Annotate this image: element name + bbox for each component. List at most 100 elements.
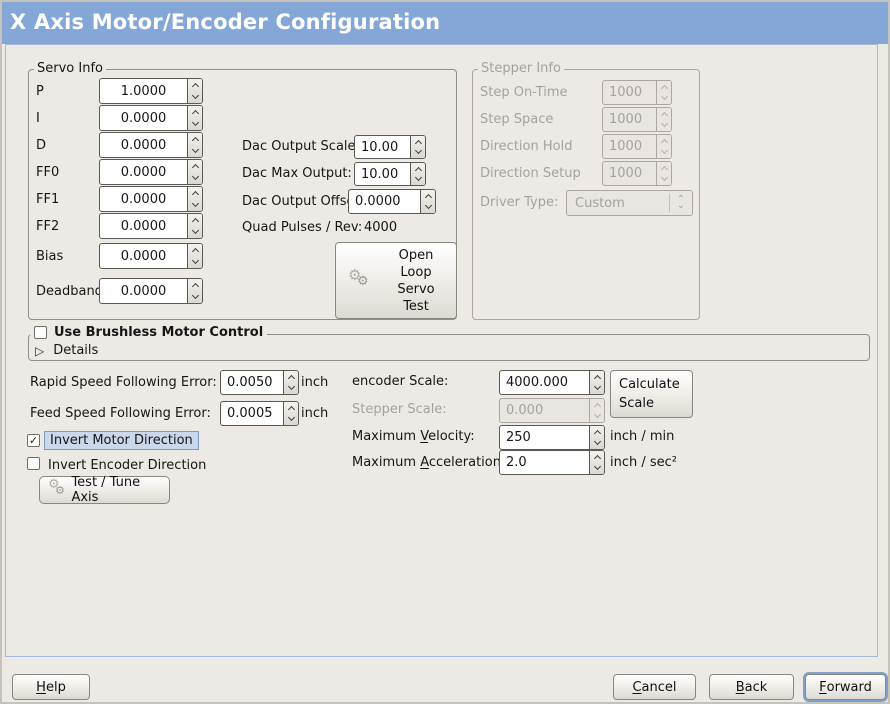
- spin-up-icon: [660, 138, 668, 147]
- p-input[interactable]: 1.0000: [99, 78, 203, 104]
- spin-buttons[interactable]: [410, 163, 425, 185]
- spin-buttons[interactable]: [187, 79, 202, 103]
- i-input[interactable]: 0.0000: [99, 105, 203, 131]
- quad-pulses-label: Quad Pulses / Rev:: [242, 220, 363, 235]
- spin-buttons[interactable]: [187, 160, 202, 184]
- feed-following-error-input[interactable]: 0.0005: [220, 401, 299, 426]
- spin-up-icon: [287, 405, 295, 414]
- brushless-checkbox-row: Use Brushless Motor Control: [30, 325, 268, 340]
- driver-type-label: Driver Type:: [480, 195, 559, 210]
- combo-divider: [669, 194, 670, 212]
- max-acceleration-label: Maximum Acceleration:: [352, 455, 506, 470]
- spin-down-icon: [191, 172, 199, 181]
- invert-motor-checkbox[interactable]: ✓: [27, 434, 40, 447]
- max-acceleration-input[interactable]: 2.0: [499, 450, 605, 475]
- spin-down-icon: [191, 291, 199, 300]
- rapid-following-error-label: Rapid Speed Following Error:: [30, 375, 217, 390]
- dac-output-offset-label: Dac Output Offset:: [242, 194, 364, 209]
- expander-arrow-icon[interactable]: ▷: [35, 343, 45, 358]
- spin-buttons[interactable]: [589, 426, 604, 449]
- servo-info-frame: [28, 69, 457, 320]
- ff0-input[interactable]: 0.0000: [99, 159, 203, 185]
- spin-buttons[interactable]: [187, 106, 202, 130]
- spin-down-icon: [414, 146, 422, 155]
- page-title: X Axis Motor/Encoder Configuration: [10, 10, 441, 34]
- bias-label: Bias: [36, 249, 64, 264]
- spin-buttons[interactable]: [187, 279, 202, 303]
- spin-buttons[interactable]: [187, 244, 202, 268]
- dac-max-output-label: Dac Max Output:: [242, 166, 352, 181]
- spin-down-icon: [593, 382, 601, 391]
- ff2-label: FF2: [36, 219, 60, 234]
- spin-buttons: [589, 399, 604, 422]
- gears-icon: ⚙ ⚙: [348, 265, 369, 289]
- stepper-info-frame: [472, 69, 700, 320]
- spin-down-icon: [593, 437, 601, 446]
- calculate-scale-label: Calculate Scale: [619, 377, 680, 411]
- direction-hold-label: Direction Hold: [480, 139, 573, 154]
- spin-up-icon: [660, 111, 668, 120]
- use-brushless-checkbox[interactable]: [34, 326, 47, 339]
- bias-input[interactable]: 0.0000: [99, 243, 203, 269]
- spin-up-icon: [424, 193, 432, 202]
- spin-buttons[interactable]: [187, 214, 202, 238]
- spin-down-icon: [660, 92, 668, 101]
- details-label[interactable]: Details: [53, 343, 99, 358]
- spin-up-icon: [660, 165, 668, 174]
- stepper-info-frame-title: Stepper Info: [478, 61, 564, 76]
- dac-output-scale-input[interactable]: 10.00: [354, 135, 426, 159]
- spin-down-icon: [660, 119, 668, 128]
- open-loop-button-label: Open Loop Servo Test: [397, 247, 435, 314]
- gears-icon: ⚙ ⚙: [48, 477, 65, 497]
- ff2-input[interactable]: 0.0000: [99, 213, 203, 239]
- step-on-time-input: 1000: [602, 80, 672, 105]
- p-label: P: [36, 84, 44, 99]
- spin-buttons[interactable]: [410, 136, 425, 158]
- invert-encoder-checkbox[interactable]: [27, 457, 40, 470]
- spin-buttons[interactable]: [187, 133, 202, 157]
- spin-buttons: [656, 81, 671, 104]
- spin-buttons[interactable]: [589, 371, 604, 394]
- spin-buttons[interactable]: [283, 402, 298, 425]
- invert-motor-label[interactable]: Invert Motor Direction: [44, 431, 199, 450]
- dac-output-scale-label: Dac Output Scale:: [242, 139, 360, 154]
- spin-buttons[interactable]: [420, 190, 435, 213]
- spin-buttons[interactable]: [283, 371, 298, 394]
- rapid-following-error-unit: inch: [301, 375, 329, 390]
- use-brushless-label[interactable]: Use Brushless Motor Control: [54, 325, 264, 340]
- step-space-label: Step Space: [480, 112, 554, 127]
- invert-encoder-label[interactable]: Invert Encoder Direction: [48, 458, 207, 473]
- quad-pulses-value: 4000: [364, 220, 398, 235]
- max-velocity-input[interactable]: 250: [499, 425, 605, 450]
- dac-max-output-input[interactable]: 10.00: [354, 162, 426, 186]
- rapid-following-error-input[interactable]: 0.0050: [220, 370, 299, 395]
- ff0-label: FF0: [36, 165, 60, 180]
- d-input[interactable]: 0.0000: [99, 132, 203, 158]
- spin-down-icon: [593, 462, 601, 471]
- encoder-scale-input[interactable]: 4000.000: [499, 370, 605, 395]
- test-tune-axis-button[interactable]: ⚙ ⚙ Test / Tune Axis: [39, 475, 170, 505]
- spin-down-icon: [191, 199, 199, 208]
- details-expander[interactable]: ▷ Details: [35, 343, 98, 358]
- deadband-input[interactable]: 0.0000: [99, 278, 203, 304]
- spin-up-icon: [593, 429, 601, 438]
- spin-buttons: [656, 135, 671, 158]
- open-loop-servo-test-button[interactable]: ⚙ ⚙ Open Loop Servo Test: [335, 242, 457, 319]
- spin-down-icon: [191, 118, 199, 127]
- dac-output-offset-input[interactable]: 0.0000: [348, 189, 436, 214]
- ff1-input[interactable]: 0.0000: [99, 186, 203, 212]
- stepper-scale-input: 0.000: [499, 398, 605, 423]
- spin-down-icon: [424, 201, 432, 210]
- test-tune-axis-label: Test / Tune Axis: [71, 475, 141, 505]
- spin-buttons[interactable]: [187, 187, 202, 211]
- calculate-scale-button[interactable]: Calculate Scale: [610, 370, 693, 418]
- max-acceleration-unit: inch / sec²: [610, 455, 678, 470]
- spin-up-icon: [191, 247, 199, 256]
- spin-buttons[interactable]: [589, 451, 604, 474]
- title-bar: X Axis Motor/Encoder Configuration: [2, 2, 888, 44]
